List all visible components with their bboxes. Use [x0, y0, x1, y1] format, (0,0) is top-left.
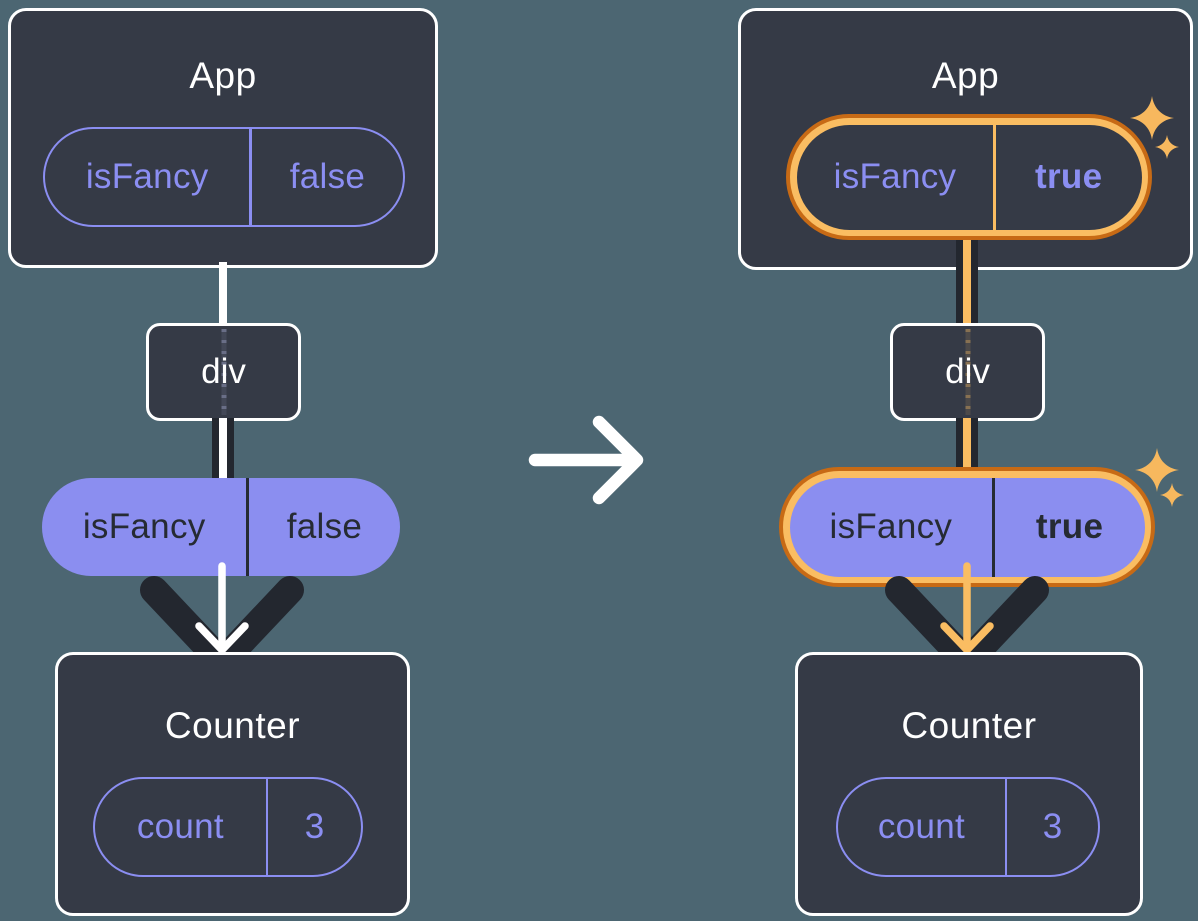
prop-value: true: [1035, 507, 1104, 546]
counter-title: Counter: [164, 705, 301, 746]
div-node-box: div: [146, 323, 301, 421]
passed-prop-pill: isFancy false: [42, 478, 400, 576]
connector-line: [219, 262, 227, 326]
connector-line: [956, 418, 978, 480]
app-title: App: [931, 55, 1000, 96]
connector-line: [212, 418, 234, 480]
state-key: count: [877, 807, 965, 846]
state-pill: isFancy false: [43, 127, 405, 227]
state-key: count: [136, 807, 224, 846]
state-pill: isFancy true: [796, 124, 1142, 230]
state-value: 3: [304, 807, 325, 846]
state-value: true: [1035, 157, 1103, 196]
sparkle-icon: [1130, 96, 1179, 159]
pill-divider: [1004, 779, 1008, 875]
right-arrow-icon: [528, 415, 644, 505]
pill-divider: [246, 478, 249, 576]
pill-divider: [993, 124, 996, 230]
counter-title: Counter: [901, 705, 1037, 746]
pill-divider: [265, 779, 269, 875]
div-label: div: [201, 352, 246, 391]
pass-through-line: [221, 329, 226, 415]
count-state-pill: count 3: [93, 777, 363, 877]
count-state-pill: count 3: [836, 777, 1100, 877]
passed-prop-pill: isFancy true: [789, 477, 1145, 577]
state-value: 3: [1042, 807, 1063, 846]
prop-value: false: [286, 507, 363, 546]
counter-component-box: Counter count 3: [795, 652, 1143, 916]
pass-through-line: [965, 329, 970, 415]
app-title: App: [189, 55, 257, 96]
connector-line: [956, 232, 978, 326]
prop-key: isFancy: [82, 507, 206, 546]
counter-component-box: Counter count 3: [55, 652, 410, 916]
div-label: div: [945, 352, 990, 391]
state-pill-highlight-ring: isFancy true: [786, 114, 1152, 240]
div-node-box: div: [890, 323, 1045, 421]
app-component-box: App isFancy false: [8, 8, 438, 268]
pill-divider: [249, 129, 252, 225]
pill-divider: [992, 477, 995, 577]
prop-key: isFancy: [829, 507, 953, 546]
state-key: isFancy: [85, 157, 209, 196]
state-value: false: [289, 157, 366, 196]
sparkle-icon: [1135, 448, 1184, 507]
state-key: isFancy: [833, 157, 957, 196]
